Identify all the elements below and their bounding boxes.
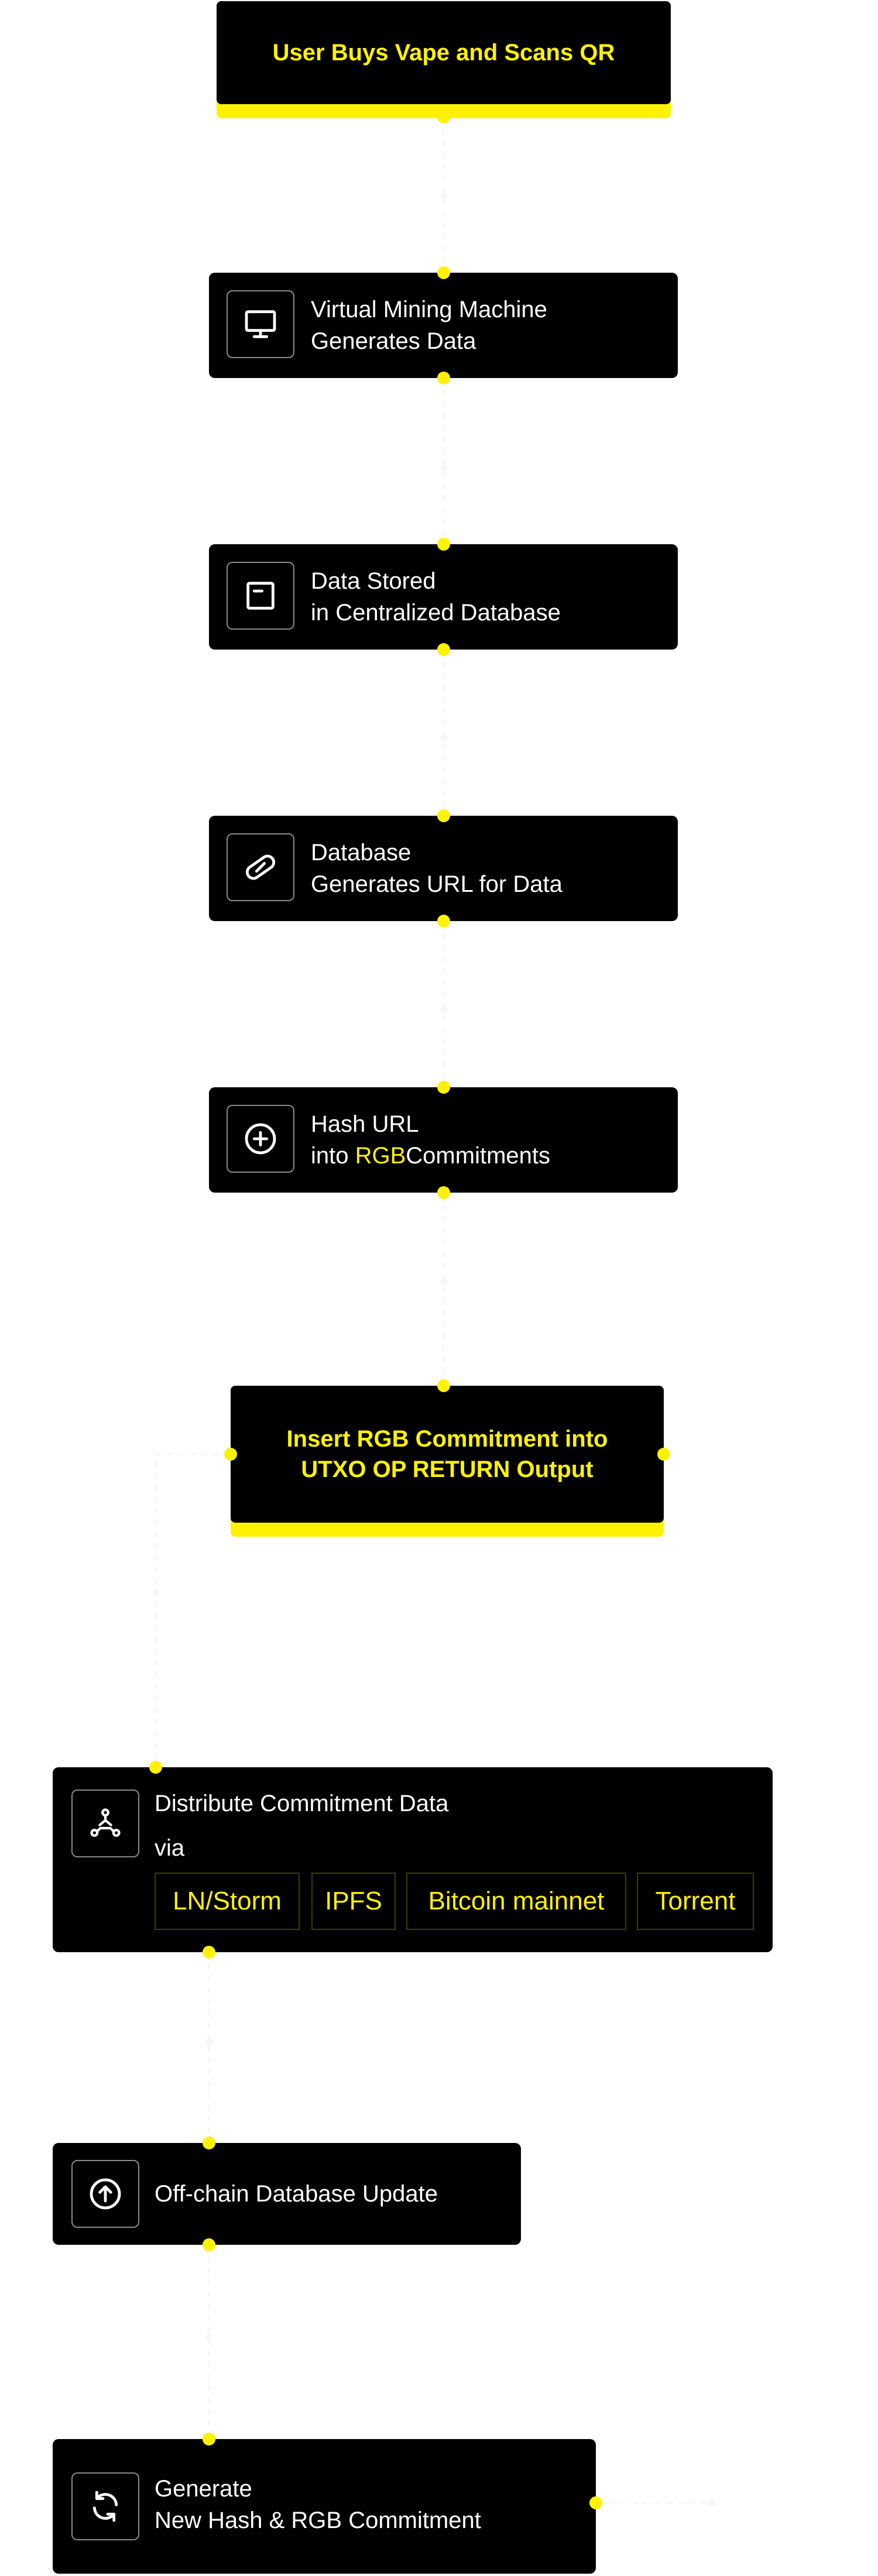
step-virtual-mining: Virtual Mining Machine Generates Data	[209, 273, 678, 378]
connector-dot	[437, 538, 450, 551]
step-user-buys-vape: User Buys Vape and Scans QR	[217, 1, 671, 104]
step-line-1: Generate	[155, 2476, 252, 2502]
step-insert-rgb-commitment: Insert RGB Commitment into UTXO OP RETUR…	[231, 1386, 664, 1523]
connector-dot	[589, 2496, 602, 2509]
connector-dot	[437, 266, 450, 279]
step-line-2: in Centralized Database	[311, 600, 561, 626]
upload-circle-icon	[71, 2160, 139, 2228]
step-line-2: UTXO OP RETURN Output	[301, 1457, 594, 1482]
step-line-2: New Hash & RGB Commitment	[155, 2508, 481, 2533]
step-text: Data Stored in Centralized Database	[311, 565, 666, 628]
step-line-1: Virtual Mining Machine	[311, 297, 547, 322]
chip-bitcoin-mainnet: Bitcoin mainnet	[406, 1873, 626, 1930]
connector-dot	[437, 372, 450, 384]
step-label: User Buys Vape and Scans QR	[272, 40, 615, 66]
connector-dot	[437, 1379, 450, 1392]
step-line-2: Generates Data	[311, 328, 476, 354]
step-label: Insert RGB Commitment into UTXO OP RETUR…	[231, 1386, 664, 1523]
step-line-2: into RGBCommitments	[311, 1140, 666, 1172]
step-line-2-prefix: into	[311, 1143, 355, 1169]
chip-ipfs: IPFS	[311, 1873, 396, 1930]
step-offchain-update: Off-chain Database Update	[53, 2143, 521, 2245]
step-text: Generate New Hash & RGB Commitment	[155, 2473, 584, 2536]
step-line-2: via	[155, 1835, 185, 1861]
plus-circle-icon	[227, 1105, 294, 1173]
step-line-1: Off-chain Database Update	[155, 2181, 438, 2207]
connector-dot	[437, 1186, 450, 1199]
step-line-1: Hash URL	[311, 1111, 419, 1137]
connector-dot	[203, 2137, 215, 2149]
database-square-icon	[227, 562, 294, 630]
monitor-icon	[227, 290, 294, 358]
connector-dot	[224, 1448, 237, 1461]
connector-dot	[437, 643, 450, 656]
step-distribute-commitment: Distribute Commitment Data via LN/Storm …	[53, 1767, 773, 1952]
step-text: Off-chain Database Update	[155, 2178, 509, 2210]
connector-dot	[437, 809, 450, 822]
step-text: Database Generates URL for Data	[311, 837, 666, 900]
step-text: Hash URL into RGBCommitments	[311, 1108, 666, 1172]
step-line-1: Database	[311, 840, 411, 865]
chip-torrent: Torrent	[637, 1873, 754, 1930]
step-generate-new-hash: Generate New Hash & RGB Commitment	[53, 2439, 596, 2574]
connector-dot	[437, 111, 450, 123]
connector-dot	[437, 1081, 450, 1094]
connector-dot	[657, 1448, 670, 1461]
chip-ln-storm: LN/Storm	[155, 1873, 300, 1930]
connector-dot	[203, 2433, 215, 2446]
step-data-stored: Data Stored in Centralized Database	[209, 544, 678, 650]
step-hash-url: Hash URL into RGBCommitments	[209, 1087, 678, 1193]
step-line-2-suffix: Commitments	[406, 1143, 550, 1169]
step-line-1: Distribute Commitment Data	[155, 1791, 449, 1816]
step-line-2: Generates URL for Data	[311, 871, 563, 897]
refresh-icon	[71, 2472, 139, 2540]
step-line-1: Insert RGB Commitment into	[286, 1426, 608, 1452]
step-text: Distribute Commitment Data via	[155, 1781, 761, 1870]
step-database-url: Database Generates URL for Data	[209, 816, 678, 921]
connector-dot	[149, 1761, 162, 1774]
step-line-1: Data Stored	[311, 568, 436, 594]
network-nodes-icon	[71, 1790, 139, 1857]
connector-dot	[437, 915, 450, 928]
link-icon	[227, 833, 294, 901]
connector-dot	[203, 2238, 215, 2251]
connector-6-7	[155, 1454, 231, 1767]
step-text: Virtual Mining Machine Generates Data	[311, 294, 666, 357]
connector-dot	[203, 1946, 215, 1959]
rgb-accent-text: RGB	[355, 1143, 406, 1169]
